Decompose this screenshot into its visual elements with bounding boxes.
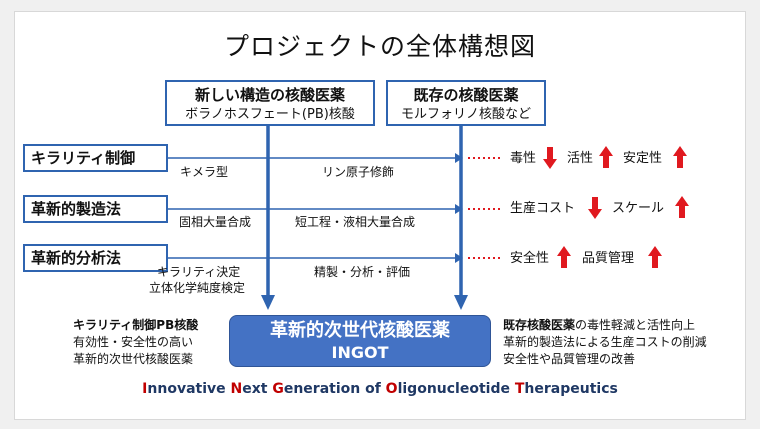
right-note-line3: 安全性や品質管理の改善: [503, 352, 636, 366]
right-note-line1: の毒性軽減と活性向上: [575, 318, 696, 332]
result-box-ingot: 革新的次世代核酸医薬 INGOT: [229, 315, 491, 367]
right-note: 既存核酸医薬の毒性軽減と活性向上 革新的製造法による生産コストの削減 安全性や品…: [503, 317, 707, 368]
left-note-line2: 有効性・安全性の高い: [73, 335, 194, 349]
effect-activity: 活性: [567, 151, 594, 166]
footer-word: nnovative: [147, 381, 231, 397]
top-box-existing-nucleic-acid: 既存の核酸医薬 モルフォリノ核酸など: [386, 80, 546, 126]
row-box-manufacturing: 革新的製造法: [23, 195, 168, 223]
left-note-title: キラリティ制御PB核酸: [73, 318, 199, 332]
row-box-chirality-control: キラリティ制御: [23, 144, 168, 172]
arrow-up-icon: [673, 146, 687, 168]
right-note-bold: 既存核酸医薬: [503, 318, 576, 332]
footer-ingot-expansion: Innovative Next Generation of Oligonucle…: [0, 381, 760, 397]
left-note: キラリティ制御PB核酸 有効性・安全性の高い 革新的次世代核酸医薬: [73, 317, 198, 368]
footer-word: ext: [242, 381, 273, 397]
row-box-analysis: 革新的分析法: [23, 244, 168, 272]
footer-cap: G: [272, 381, 284, 397]
arrow-up-icon: [648, 246, 662, 268]
row3-left-label-2: 立体化学純度検定: [149, 281, 246, 295]
vertical-arrow-left-head: [261, 295, 275, 310]
footer-cap: N: [230, 381, 243, 397]
arrow-up-icon: [675, 196, 689, 218]
footer-cap: T: [514, 381, 525, 397]
row1-mid-label: リン原子修飾: [322, 165, 395, 179]
effect-stability: 安定性: [623, 151, 663, 166]
arrow-up-icon: [599, 146, 613, 168]
effect-production-cost: 生産コスト: [510, 201, 576, 216]
row2-mid-label: 短工程・液相大量合成: [295, 215, 416, 229]
arrow-up-icon: [557, 246, 571, 268]
vertical-arrow-right-head: [454, 295, 468, 310]
footer-cap: O: [385, 381, 398, 397]
row3-mid-label: 精製・分析・評価: [314, 265, 411, 279]
row3-left-label-1: キラリティ決定: [157, 265, 241, 279]
top-box-subtitle: ボラノホスフェート(PB)核酸: [185, 107, 355, 122]
effect-scale: スケール: [612, 201, 665, 216]
result-acronym: INGOT: [331, 343, 389, 362]
top-box-new-nucleic-acid: 新しい構造の核酸医薬 ボラノホスフェート(PB)核酸: [165, 80, 375, 126]
effect-quality-control: 品質管理: [582, 251, 635, 266]
arrow-down-icon: [543, 147, 557, 169]
result-title: 革新的次世代核酸医薬: [270, 320, 450, 341]
page-title: プロジェクトの全体構想図: [223, 32, 536, 61]
footer-word: eneration of: [283, 381, 386, 397]
top-box-title: 既存の核酸医薬: [413, 86, 519, 104]
top-box-subtitle: モルフォリノ核酸など: [400, 107, 531, 122]
effect-safety: 安全性: [510, 251, 550, 266]
left-note-line3: 革新的次世代核酸医薬: [73, 352, 194, 366]
footer-word: herapeutics: [524, 381, 618, 397]
row1-left-label: キメラ型: [180, 165, 229, 179]
footer-word: ligonucleotide: [397, 381, 515, 397]
right-note-line2: 革新的製造法による生産コストの削減: [503, 335, 707, 349]
row2-left-label: 固相大量合成: [179, 215, 252, 229]
footer-cap: I: [142, 381, 148, 397]
top-box-title: 新しい構造の核酸医薬: [194, 86, 345, 104]
arrow-down-icon: [588, 197, 602, 219]
effect-toxicity: 毒性: [510, 151, 537, 166]
